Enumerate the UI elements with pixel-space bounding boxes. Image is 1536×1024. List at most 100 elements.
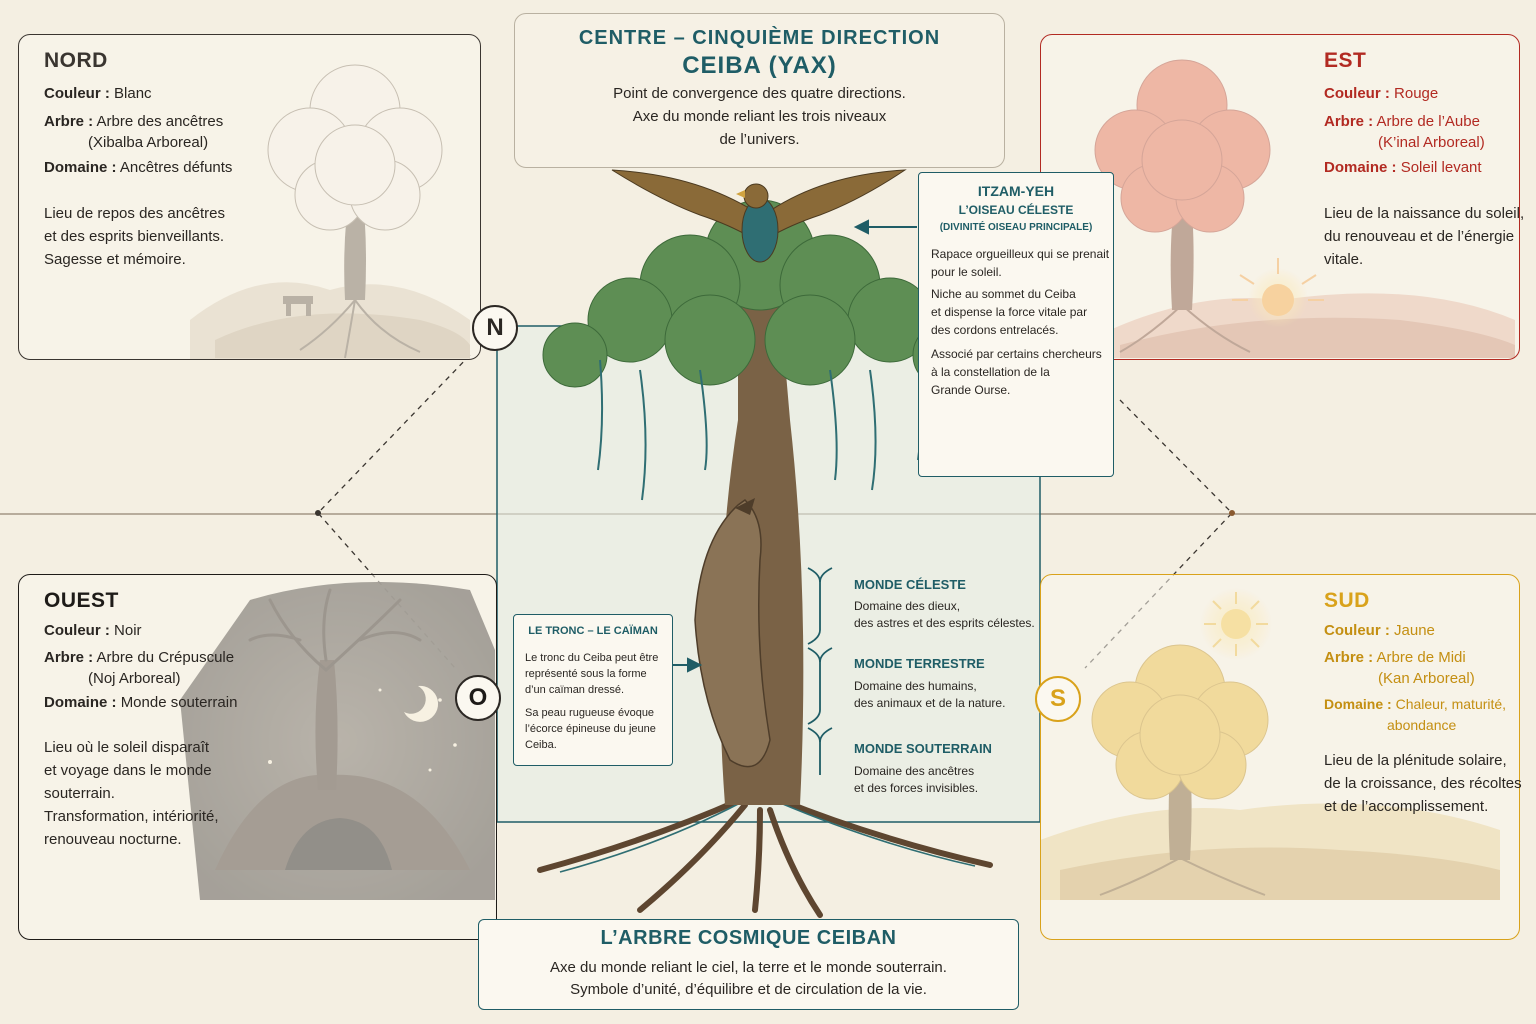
sud-couleur-value: Jaune bbox=[1394, 622, 1435, 639]
sud-arbre: Arbre : Arbre de Midi bbox=[1324, 648, 1466, 668]
level-celeste-desc-2: des astres et des esprits célestes. bbox=[854, 616, 1035, 630]
level-terrestre-desc-2: des animaux et de la nature. bbox=[854, 696, 1006, 710]
est-couleur-value: Rouge bbox=[1394, 85, 1439, 102]
nord-couleur-label: Couleur : bbox=[44, 85, 110, 102]
ouest-desc-line-5: renouveau nocturne. bbox=[44, 831, 182, 848]
nord-desc-line-1: Lieu de repos des ancêtres bbox=[44, 205, 225, 222]
nord-domaine-value: Ancêtres défunts bbox=[119, 159, 233, 176]
ouest-arbre-sub: (Noj Arboreal) bbox=[88, 670, 181, 687]
tronc-p2-line-1: Sa peau rugueuse évoque bbox=[525, 707, 655, 719]
level-souterrain-desc-2: et des forces invisibles. bbox=[854, 781, 979, 795]
ouest-desc-line-4: Transformation, intériorité, bbox=[44, 808, 219, 825]
est-desc-line-2: du renouveau et de l’énergie bbox=[1324, 228, 1515, 245]
ouest-domaine-value: Monde souterrain bbox=[120, 694, 238, 711]
centre-desc-line-3: de l’univers. bbox=[719, 131, 800, 148]
ouest-couleur-label: Couleur : bbox=[44, 622, 110, 639]
centre-name: CEIBA (YAX) bbox=[682, 52, 837, 79]
centre-desc-line-2: Axe du monde reliant les trois niveaux bbox=[632, 108, 887, 125]
tronc-p1-line-1: Le tronc du Ceiba peut être bbox=[525, 652, 659, 664]
itzam-p1-line-1: Rapace orgueilleux qui se prenait bbox=[931, 247, 1110, 261]
nord-desc-line-3: Sagesse et mémoire. bbox=[44, 251, 186, 268]
sud-couleur: Couleur : Jaune bbox=[1324, 621, 1435, 641]
level-terrestre-title: MONDE TERRESTRE bbox=[854, 656, 985, 671]
compass-n: N bbox=[472, 305, 518, 351]
est-couleur-label: Couleur : bbox=[1324, 85, 1390, 102]
sud-desc-line-2: de la croissance, des récoltes bbox=[1324, 775, 1522, 792]
itzam-p2-line-2: et dispense la force vitale par bbox=[931, 305, 1088, 319]
level-terrestre-desc-1: Domaine des humains, bbox=[854, 679, 977, 693]
est-domaine: Domaine : Soleil levant bbox=[1324, 158, 1482, 178]
footer-desc-line-2: Symbole d’unité, d’équilibre et de circu… bbox=[570, 981, 927, 998]
centre-desc-line-1: Point de convergence des quatre directio… bbox=[613, 85, 906, 102]
level-brackets bbox=[807, 567, 833, 775]
itzam-subtitle: L’OISEAU CÉLESTE bbox=[958, 203, 1074, 217]
connector-nord-ouest bbox=[317, 354, 471, 669]
footer-title: L’ARBRE COSMIQUE CEIBAN bbox=[600, 927, 897, 949]
ouest-arbre-label: Arbre : bbox=[44, 649, 94, 666]
ouest-arbre: Arbre : Arbre du Crépuscule bbox=[44, 648, 234, 668]
nord-arbre-sub: (Xibalba Arboreal) bbox=[88, 134, 209, 151]
ouest-desc-line-2: et voyage dans le monde bbox=[44, 762, 212, 779]
ouest-couleur-value: Noir bbox=[114, 622, 142, 639]
ouest-arbre-value: Arbre du Crépuscule bbox=[96, 649, 235, 666]
sud-arbre-value: Arbre de Midi bbox=[1376, 649, 1466, 666]
sud-domaine: Domaine : Chaleur, maturité, bbox=[1324, 694, 1506, 714]
est-couleur: Couleur : Rouge bbox=[1324, 84, 1438, 104]
nord-couleur-value: Blanc bbox=[114, 85, 152, 102]
nord-domaine: Domaine : Ancêtres défunts bbox=[44, 158, 232, 178]
ouest-domaine-label: Domaine : bbox=[44, 694, 117, 711]
footer-panel bbox=[478, 919, 1019, 1010]
itzam-title: ITZAM-YEH bbox=[977, 183, 1055, 199]
sud-couleur-label: Couleur : bbox=[1324, 622, 1390, 639]
itzam-p3-line-1: Associé par certains chercheurs bbox=[931, 347, 1102, 361]
est-arbre-label: Arbre : bbox=[1324, 113, 1374, 130]
tronc-p2-line-3: Ceiba. bbox=[525, 739, 557, 751]
sud-domaine-value: Chaleur, maturité, bbox=[1395, 696, 1507, 712]
level-souterrain-desc-1: Domaine des ancêtres bbox=[854, 764, 975, 778]
ceiba-tree-illustration bbox=[537, 169, 993, 918]
sud-title: SUD bbox=[1324, 589, 1370, 612]
tronc-p1-line-2: représenté sous la forme bbox=[525, 668, 647, 680]
nord-desc-line-2: et des esprits bienveillants. bbox=[44, 228, 225, 245]
itzam-p1-line-2: pour le soleil. bbox=[931, 265, 1002, 279]
est-desc-line-3: vitale. bbox=[1324, 251, 1364, 268]
ouest-desc-line-3: souterrain. bbox=[44, 785, 115, 802]
ouest-title: OUEST bbox=[44, 589, 119, 612]
centre-panel bbox=[514, 13, 1005, 168]
tronc-p1-line-3: d’un caïman dressé. bbox=[525, 684, 625, 696]
arrow-itzam bbox=[853, 219, 917, 235]
itzam-subtitle-2: (DIVINITÉ OISEAU PRINCIPALE) bbox=[939, 222, 1093, 233]
tronc-panel bbox=[513, 614, 673, 766]
nord-arbre-label: Arbre : bbox=[44, 113, 94, 130]
nord-domaine-label: Domaine : bbox=[44, 159, 117, 176]
est-arbre-value: Arbre de l’Aube bbox=[1376, 113, 1480, 130]
level-souterrain-title: MONDE SOUTERRAIN bbox=[854, 741, 992, 756]
tronc-title: LE TRONC – LE CAÏMAN bbox=[528, 625, 658, 637]
nord-title: NORD bbox=[44, 49, 108, 72]
nord-arbre: Arbre : Arbre des ancêtres bbox=[44, 112, 223, 132]
connector-dot-left bbox=[315, 510, 321, 516]
ouest-desc-line-1: Lieu où le soleil disparaît bbox=[44, 739, 210, 756]
sud-domaine-label: Domaine : bbox=[1324, 696, 1392, 712]
nord-panel bbox=[18, 34, 481, 360]
level-celeste-title: MONDE CÉLESTE bbox=[854, 577, 966, 592]
itzam-p2-line-1: Niche au sommet du Ceiba bbox=[931, 287, 1076, 301]
level-celeste-desc-1: Domaine des dieux, bbox=[854, 599, 961, 613]
itzam-p2-line-3: des cordons entrelacés. bbox=[931, 323, 1059, 337]
ouest-couleur: Couleur : Noir bbox=[44, 621, 142, 641]
nord-arbre-value: Arbre des ancêtres bbox=[96, 113, 224, 130]
connector-dot-right bbox=[1229, 510, 1235, 516]
nord-couleur: Couleur : Blanc bbox=[44, 84, 152, 104]
footer-desc-line-1: Axe du monde reliant le ciel, la terre e… bbox=[550, 959, 947, 976]
compass-o: O bbox=[455, 675, 501, 721]
est-domaine-label: Domaine : bbox=[1324, 159, 1397, 176]
sud-domaine-sub: abondance bbox=[1387, 717, 1457, 733]
sud-arbre-sub: (Kan Arboreal) bbox=[1378, 670, 1475, 687]
centre-label: CENTRE – CINQUIÈME DIRECTION bbox=[578, 27, 941, 49]
est-title: EST bbox=[1324, 49, 1367, 72]
sud-arbre-label: Arbre : bbox=[1324, 649, 1374, 666]
tronc-p2-line-2: l’écorce épineuse du jeune bbox=[525, 723, 656, 735]
itzam-p3-line-3: Grande Ourse. bbox=[931, 383, 1011, 397]
ouest-panel bbox=[18, 574, 497, 940]
compass-s: S bbox=[1035, 676, 1081, 722]
